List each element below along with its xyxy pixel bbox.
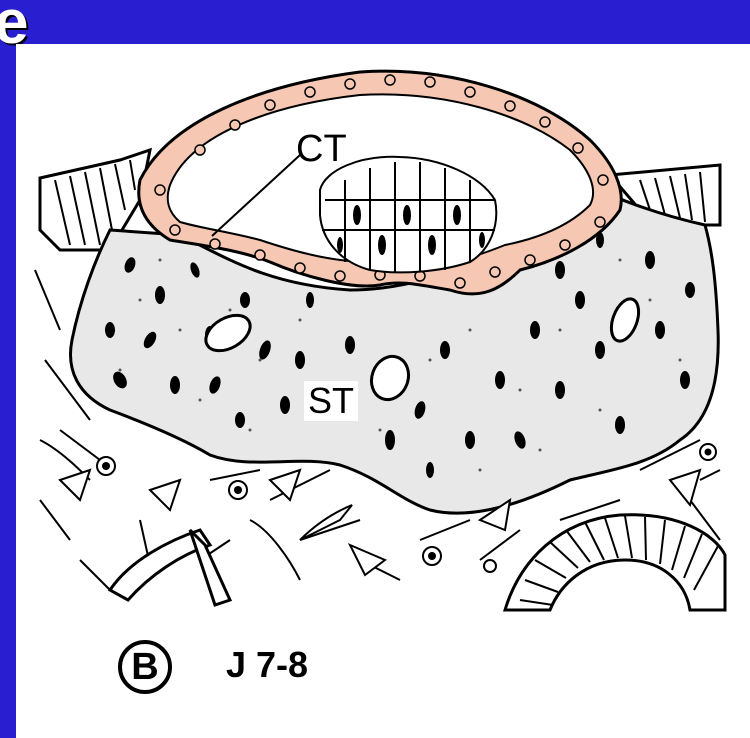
panel-letter-badge: B	[118, 640, 172, 694]
histology-illustration	[16, 44, 750, 738]
label-cytotrophoblast: CT	[296, 128, 347, 171]
vessel-bottom-left-branch	[190, 530, 230, 605]
figure-panel: CT ST B J 7-8	[16, 44, 750, 738]
label-syncytiotrophoblast: ST	[304, 381, 358, 421]
panel-code: J 7-8	[226, 644, 308, 686]
